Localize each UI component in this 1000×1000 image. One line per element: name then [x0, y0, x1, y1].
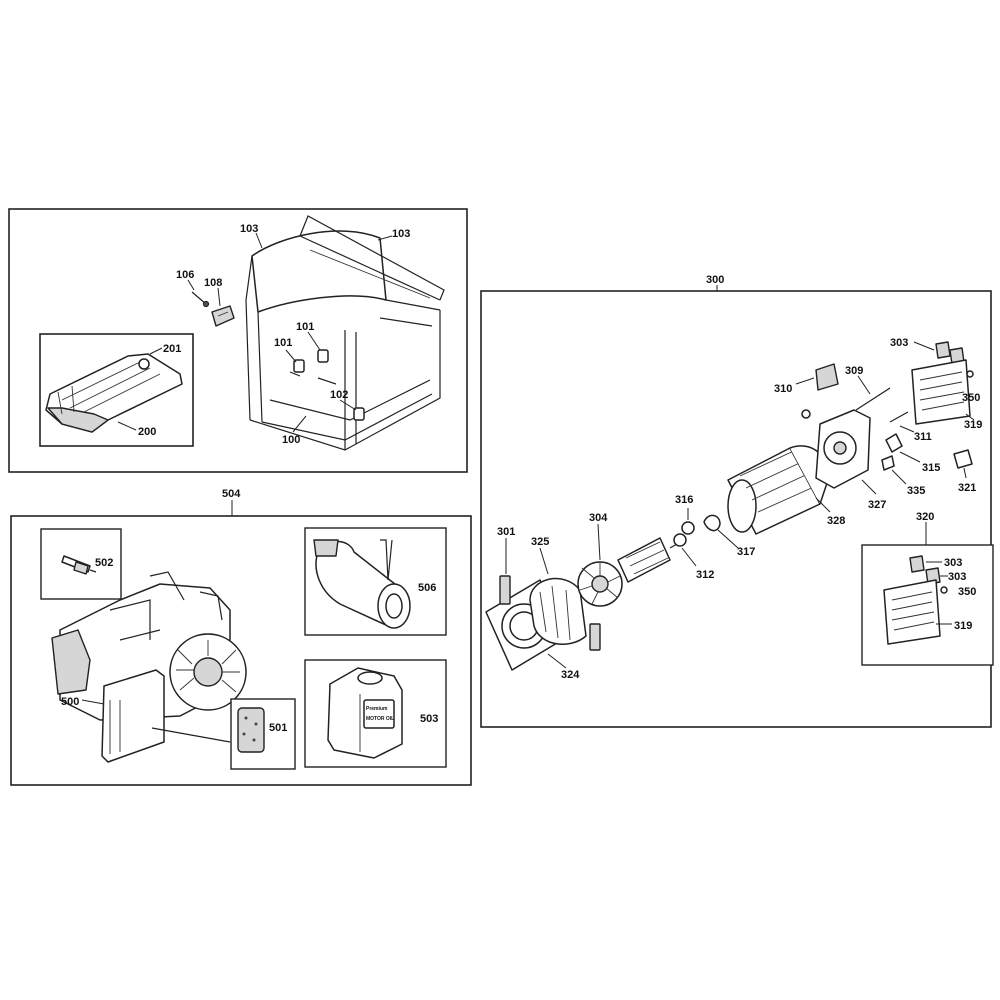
label-317: 317 — [737, 546, 755, 558]
cover-part-319a — [911, 359, 971, 425]
filter-sponge-part — [237, 707, 265, 753]
regulator-part-321 — [953, 449, 973, 469]
label-500: 500 — [61, 696, 79, 708]
label-327: 327 — [868, 499, 886, 511]
rod-part-309 — [855, 387, 891, 411]
label-324: 324 — [561, 669, 580, 681]
capacitor-part-310 — [815, 363, 839, 391]
label-108: 108 — [204, 277, 222, 289]
label-103-front: 103 — [240, 223, 258, 235]
label-312: 312 — [696, 569, 714, 581]
cover-part-319b — [883, 579, 941, 645]
label-101-right: 101 — [296, 321, 314, 333]
knob-part-303c — [909, 555, 925, 573]
stator-part — [727, 445, 829, 535]
label-319-top: 319 — [964, 419, 982, 431]
engine-section-border — [10, 515, 472, 786]
clip-part-108 — [211, 305, 235, 327]
handle-inset-border — [39, 333, 194, 447]
rotor-part — [617, 537, 685, 583]
label-100: 100 — [282, 434, 300, 446]
nut-part — [801, 409, 811, 419]
engine-part — [51, 571, 247, 763]
label-319-inset: 319 — [954, 620, 972, 632]
fan-housing-part — [529, 577, 587, 645]
label-310: 310 — [774, 383, 792, 395]
label-320: 320 — [916, 511, 934, 523]
screw-part-350b — [940, 586, 948, 594]
diode-part-315 — [885, 433, 903, 453]
screw-part-106 — [191, 291, 210, 308]
label-316: 316 — [675, 494, 693, 506]
handle-cover-part — [45, 353, 183, 433]
label-303-top: 303 — [890, 337, 908, 349]
label-303-inset-b: 303 — [948, 571, 966, 583]
label-102: 102 — [330, 389, 348, 401]
label-311: 311 — [914, 431, 932, 443]
frame-section: 103 103 106 108 201 101 101 102 200 100 — [8, 208, 468, 473]
label-309: 309 — [845, 365, 863, 377]
screw-part-350a — [966, 370, 974, 378]
label-506: 506 — [418, 582, 436, 594]
rear-housing-part — [815, 409, 871, 489]
alternator-section: 300 324 325 301 304 — [480, 274, 994, 728]
brush-part-335 — [881, 455, 895, 471]
oil-bottle-part: Premium MOTOR OIL — [327, 667, 403, 759]
label-350-inset: 350 — [958, 586, 976, 598]
label-303-inset-a: 303 — [944, 557, 962, 569]
frame-section-border — [8, 208, 468, 473]
knob-part-303a — [935, 341, 951, 359]
label-504: 504 — [222, 488, 241, 500]
vent-part-301 — [499, 575, 601, 651]
label-335: 335 — [907, 485, 925, 497]
label-350-top: 350 — [962, 392, 980, 404]
muffler-part — [313, 539, 411, 629]
label-103-top: 103 — [392, 228, 410, 240]
label-501: 501 — [269, 722, 287, 734]
engine-section: 504 502 500 — [10, 488, 472, 786]
label-304: 304 — [589, 512, 608, 524]
label-101-left: 101 — [274, 337, 292, 349]
spark-plug-part — [61, 555, 97, 575]
fan-part — [577, 561, 623, 607]
label-315: 315 — [922, 462, 940, 474]
handle-cap-icon — [138, 358, 150, 370]
label-201: 201 — [163, 343, 181, 355]
bearing-part-312 — [673, 533, 687, 547]
oil-bottle-line2: MOTOR OIL — [366, 716, 394, 722]
terminal-part-311 — [889, 411, 909, 423]
alternator-section-border — [480, 290, 992, 728]
label-502: 502 — [95, 557, 113, 569]
oil-bottle-line1: Premium — [366, 706, 388, 712]
label-106: 106 — [176, 269, 194, 281]
label-325: 325 — [531, 536, 549, 548]
label-300: 300 — [706, 274, 724, 286]
label-328: 328 — [827, 515, 845, 527]
tube-frame-part — [245, 215, 445, 451]
bearing-part-316 — [681, 521, 695, 535]
label-301: 301 — [497, 526, 515, 538]
label-321: 321 — [958, 482, 976, 494]
label-200: 200 — [138, 426, 156, 438]
label-503: 503 — [420, 713, 438, 725]
clip-part-317 — [703, 514, 721, 532]
